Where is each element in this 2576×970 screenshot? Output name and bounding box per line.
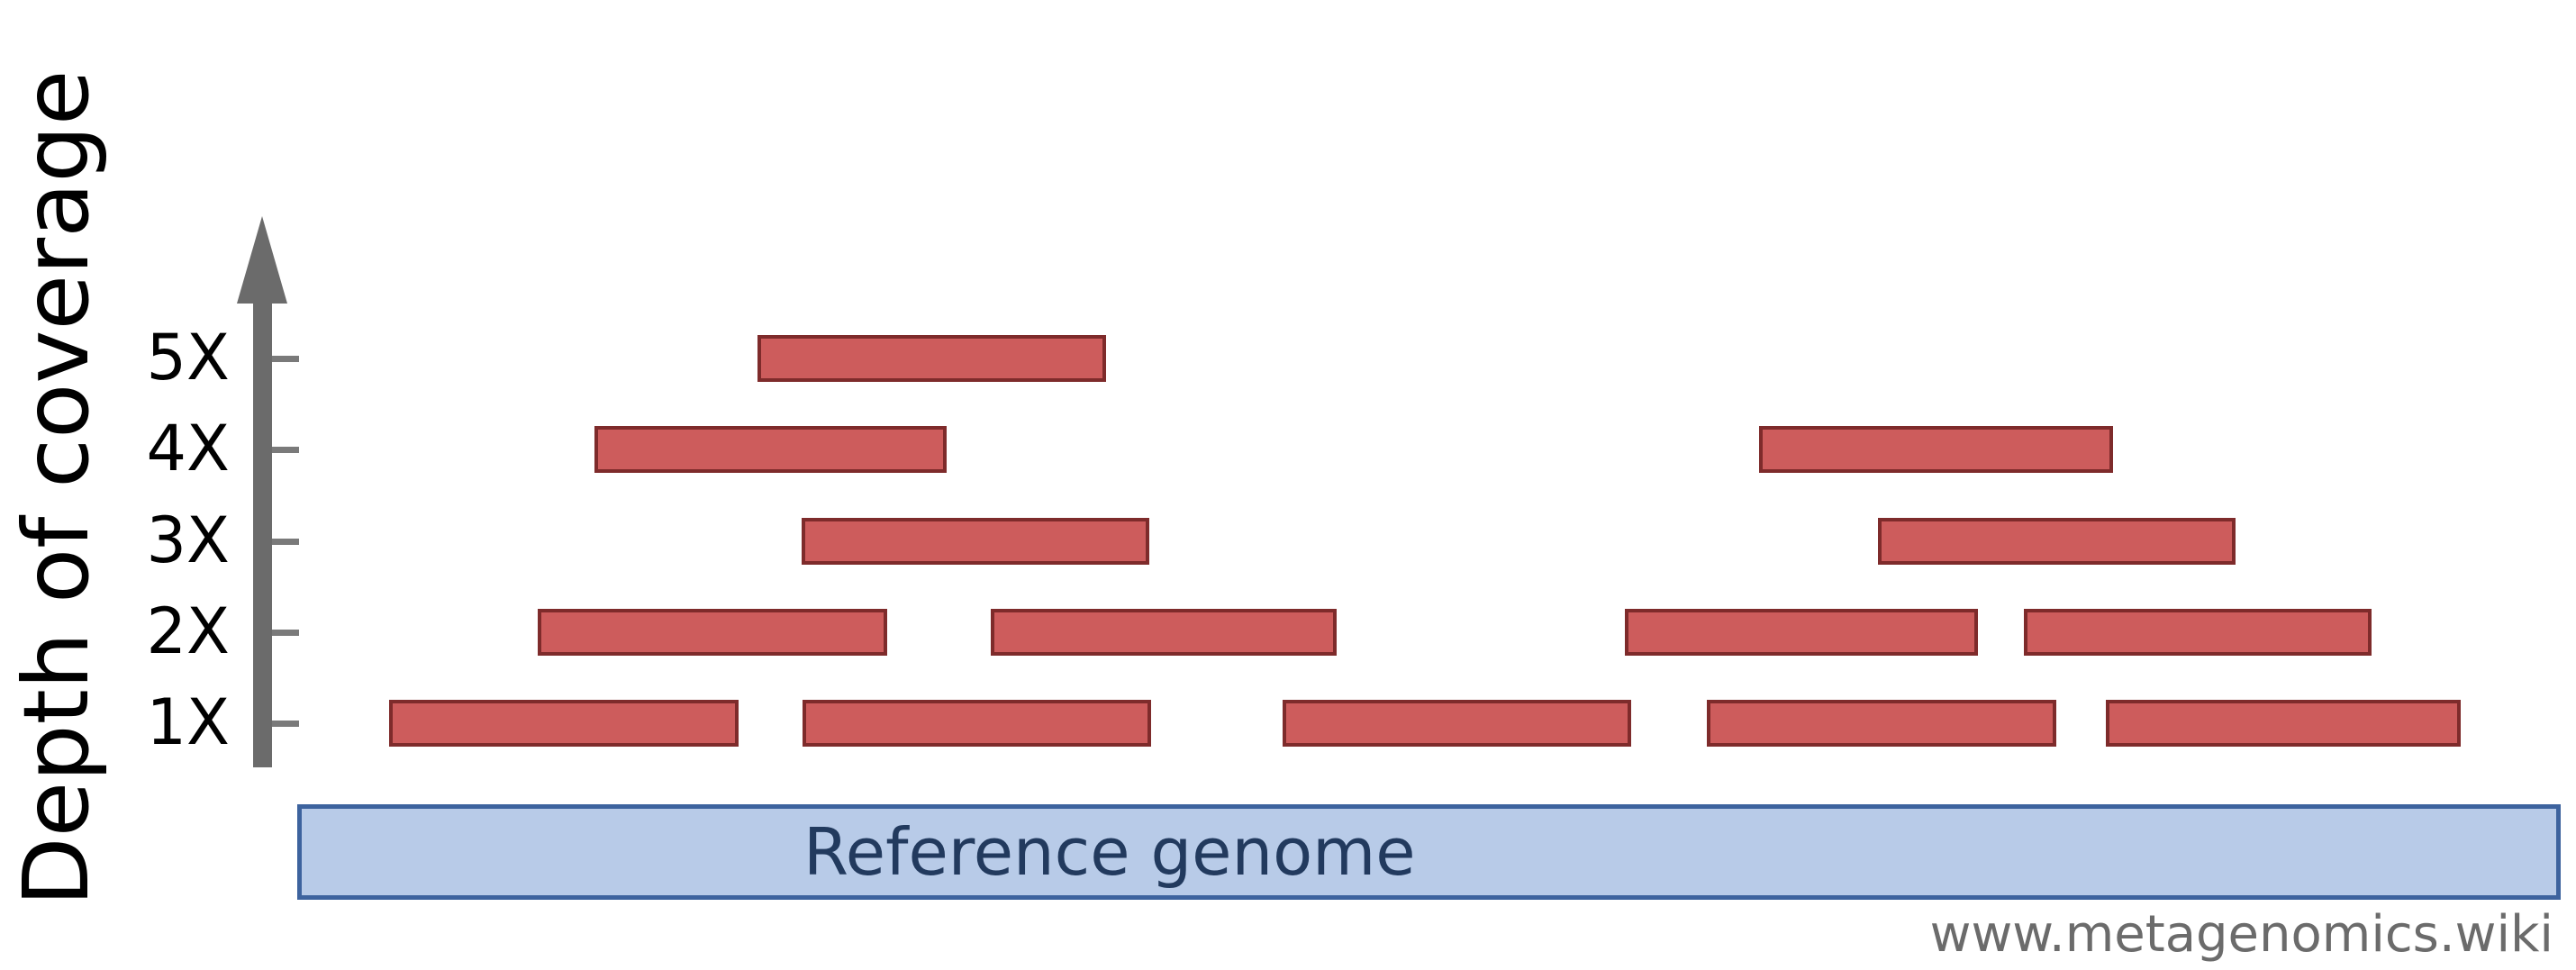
- read-bar-2x: [538, 609, 887, 656]
- read-bar-5x: [757, 335, 1106, 382]
- read-bar-4x: [594, 426, 947, 473]
- read-bar-2x: [991, 609, 1337, 656]
- y-axis-arrow-head-icon: [237, 216, 287, 304]
- read-bar-2x: [1625, 609, 1978, 656]
- y-axis-arrow-shaft: [253, 299, 272, 767]
- read-bar-4x: [1759, 426, 2113, 473]
- axis-label-4x: 4X: [146, 412, 231, 485]
- axis-tick-4x: [272, 447, 299, 453]
- read-bar-3x: [1878, 518, 2236, 565]
- read-bar-1x: [2106, 700, 2461, 747]
- read-bar-1x: [803, 700, 1151, 747]
- axis-tick-2x: [272, 630, 299, 636]
- axis-tick-3x: [272, 539, 299, 545]
- read-bar-1x: [1707, 700, 2056, 747]
- read-bar-2x: [2024, 609, 2372, 656]
- axis-tick-5x: [272, 356, 299, 362]
- read-bar-1x: [389, 700, 739, 747]
- axis-tick-1x: [272, 721, 299, 727]
- read-bar-3x: [802, 518, 1149, 565]
- axis-label-2x: 2X: [146, 594, 231, 668]
- y-axis-title: Depth of coverage: [4, 69, 109, 907]
- watermark-text: www.metagenomics.wiki: [1929, 905, 2553, 964]
- reference-genome-label: Reference genome: [803, 814, 1416, 890]
- reference-genome-bar: [297, 804, 2561, 900]
- axis-label-5x: 5X: [146, 321, 231, 394]
- axis-label-1x: 1X: [146, 685, 231, 759]
- read-bar-1x: [1283, 700, 1631, 747]
- axis-label-3x: 3X: [146, 503, 231, 577]
